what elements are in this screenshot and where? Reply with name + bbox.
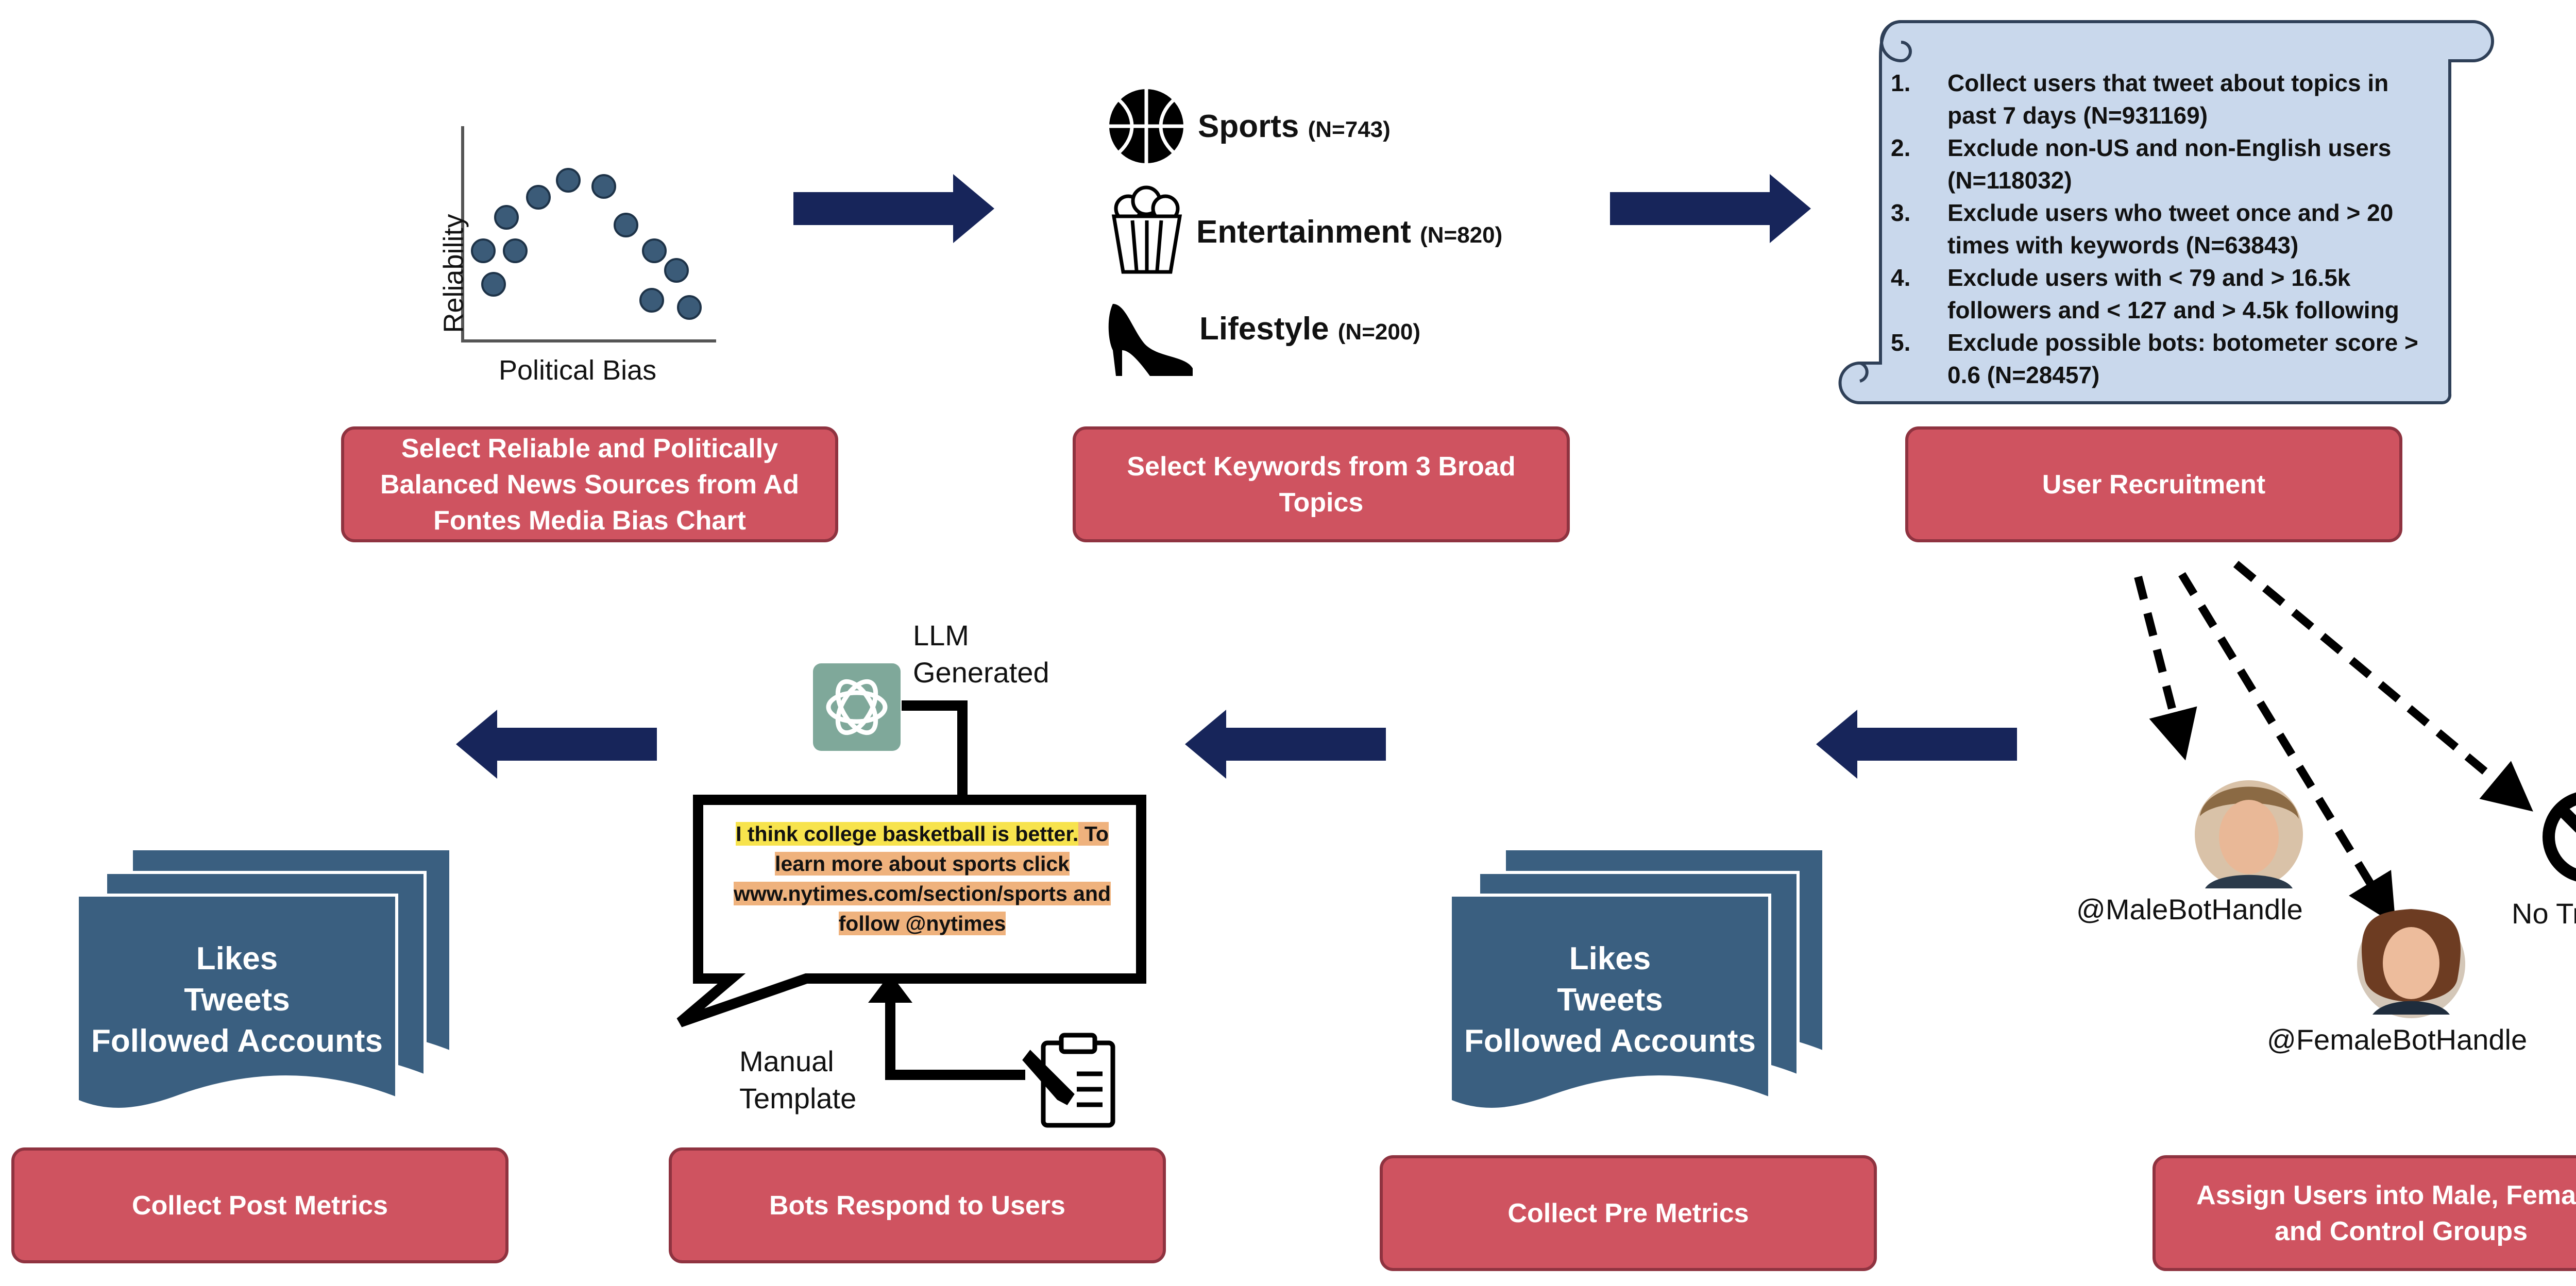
recruitment-steps: 1.Collect users that tweet about topics … — [1880, 67, 2463, 391]
basketball-icon — [1109, 89, 1183, 163]
chart-ylabel: Reliability — [438, 214, 469, 333]
collect-post-metrics-box: Collect Post Metrics — [11, 1147, 509, 1263]
manual-arrow — [885, 997, 1025, 1080]
group-assignment-arrows — [2134, 560, 2533, 925]
chart-xlabel: Political Bias — [499, 355, 657, 386]
no-treatment-icon — [2543, 792, 2576, 882]
popcorn-icon — [1111, 185, 1182, 274]
step-1: 1.Collect users that tweet about topics … — [1891, 70, 2389, 129]
flow-arrows — [456, 174, 2017, 779]
arrow-right-2 — [1610, 174, 1811, 243]
recruitment-scroll — [1838, 20, 2494, 405]
step-5: 5.Exclude possible bots: botometer score… — [1891, 329, 2418, 388]
bias-chart-icon — [461, 126, 716, 342]
keyword-entertainment: Entertainment (N=820) — [1196, 214, 1503, 250]
male-avatar — [2195, 780, 2303, 888]
user-recruitment-box: User Recruitment — [1905, 426, 2402, 542]
keyword-lifestyle: Lifestyle (N=200) — [1199, 311, 1420, 347]
assign-users-box: Assign Users into Male, Female,and Contr… — [2153, 1155, 2576, 1271]
male-bot-label: @MaleBotHandle — [2076, 893, 2303, 925]
clipboard-icon — [1022, 1033, 1115, 1128]
high-heel-icon — [1108, 304, 1193, 376]
bots-respond-box: Bots Respond to Users — [669, 1147, 1166, 1263]
keyword-sports: Sports (N=743) — [1198, 109, 1391, 144]
no-treatment-label: No Treatment — [2512, 897, 2576, 930]
female-avatar — [2357, 909, 2465, 1018]
manual-arrow-head — [868, 973, 912, 1003]
arrow-left-2 — [1185, 710, 1386, 779]
bot-reply-text: I think college basketball is better. To… — [733, 822, 1111, 935]
arrow-left-1 — [1816, 710, 2017, 779]
collect-pre-metrics-box: Collect Pre Metrics — [1380, 1155, 1877, 1271]
arrow-left-3 — [456, 710, 657, 779]
arrow-right-1 — [793, 174, 994, 243]
step-2: 2.Exclude non-US and non-English users(N… — [1891, 134, 2392, 194]
llm-arrow — [902, 700, 968, 803]
female-bot-label: @FemaleBotHandle — [2267, 1023, 2528, 1056]
chatgpt-icon — [813, 663, 901, 751]
